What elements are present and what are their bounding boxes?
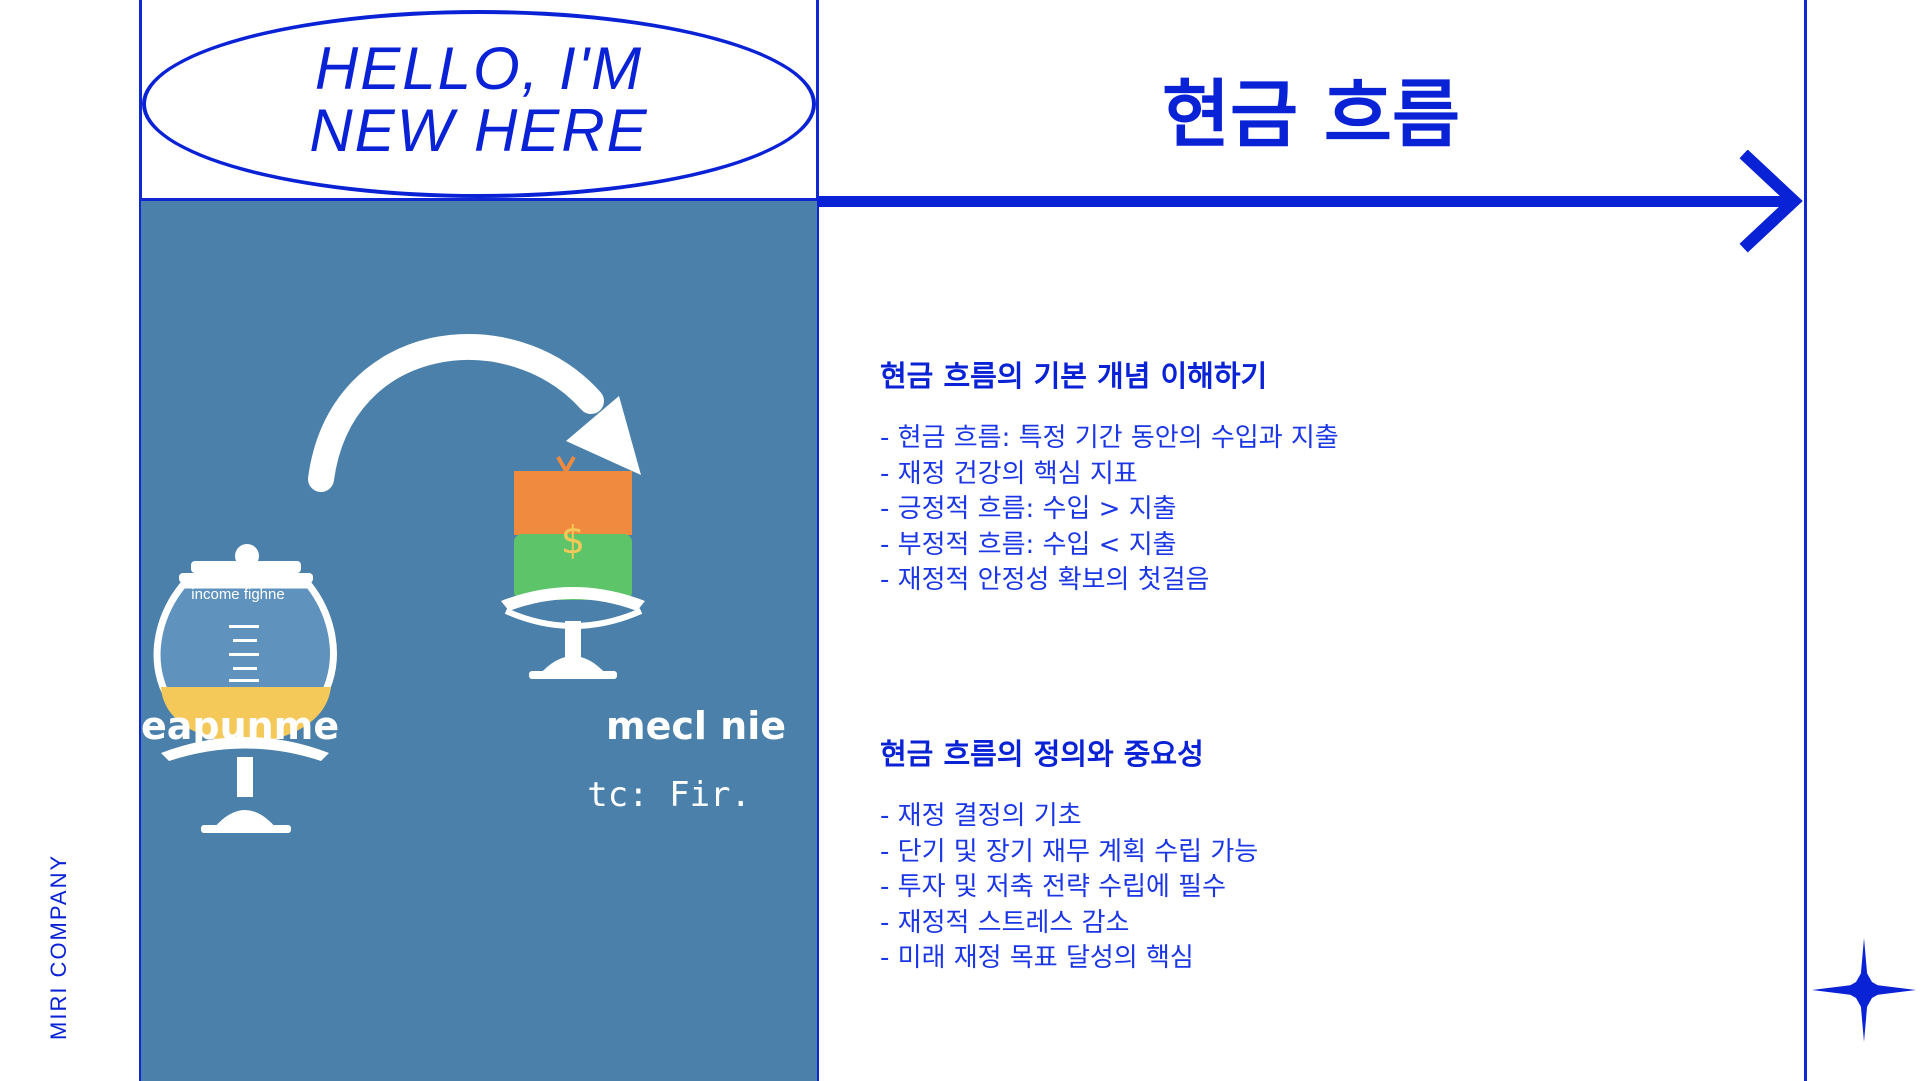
sparkle-star-icon — [1812, 938, 1916, 1042]
list-item: - 재정적 안정성 확보의 첫걸음 — [880, 565, 1210, 595]
section-basics: 현금 흐름의 기본 개념 이해하기 - 현금 흐름: 특정 기간 동안의 수입과… — [880, 353, 1339, 599]
section-definition: 현금 흐름의 정의와 중요성 - 재정 결정의 기초 - 단기 및 장기 재무 … — [880, 731, 1258, 977]
list-item: - 긍정적 흐름: 수입 > 지출 — [880, 494, 1177, 524]
section-heading: 현금 흐름의 기본 개념 이해하기 — [880, 359, 1268, 393]
bullet-list: - 재정 결정의 기초 - 단기 및 장기 재무 계획 수립 가능 - 투자 및… — [880, 799, 1258, 977]
curved-arrow-icon — [308, 334, 604, 492]
frame-line-left — [139, 0, 142, 1081]
sub-caption: tc: Fir. — [587, 775, 751, 815]
list-item: - 재정 결정의 기초 — [880, 801, 1082, 831]
right-caption: mecl nie — [606, 704, 786, 748]
income-jar-icon — [153, 544, 337, 833]
list-item: - 재정적 스트레스 감소 — [880, 907, 1130, 938]
bullet-list: - 현금 흐름: 특정 기간 동안의 수입과 지출 - 재정 건강의 핵심 지표… — [880, 421, 1339, 599]
list-item: - 투자 및 저축 전략 수립에 필수 — [880, 872, 1227, 902]
svg-text:$: $ — [561, 518, 585, 562]
list-item: - 미래 재정 목표 달성의 핵심 — [880, 943, 1194, 973]
list-item: - 단기 및 장기 재무 계획 수립 가능 — [880, 836, 1259, 867]
hello-line-1: HELLO, I'M — [314, 35, 644, 102]
cash-flow-illustration: income fighne $ eapunme mecl nie tc: Fir… — [141, 201, 817, 1081]
hello-badge-text: HELLO, I'M NEW HERE — [142, 38, 816, 162]
illustration-graphic: income fighne $ eapunme mecl nie tc: Fir… — [141, 334, 786, 833]
hello-line-2: NEW HERE — [309, 97, 649, 164]
money-cylinder-icon: $ — [501, 456, 645, 679]
list-item: - 재정 건강의 핵심 지표 — [880, 458, 1138, 489]
section-heading: 현금 흐름의 정의와 중요성 — [880, 737, 1204, 771]
brand-label: MIRI COMPANY — [46, 853, 71, 1040]
frame-line-middle — [816, 0, 819, 1081]
curved-arrow-head — [566, 396, 641, 475]
hello-oval — [142, 10, 816, 198]
arrow-right-icon — [816, 150, 1803, 253]
frame-line-top-divider — [139, 198, 819, 201]
frame-line-right — [1804, 0, 1807, 1081]
left-caption: eapunme — [141, 704, 339, 748]
list-item: - 현금 흐름: 특정 기간 동안의 수입과 지출 — [880, 423, 1339, 453]
list-item: - 부정적 흐름: 수입 < 지출 — [880, 529, 1177, 560]
page-title: 현금 흐름 — [1161, 72, 1461, 158]
jar-label: income fighne — [191, 586, 284, 603]
